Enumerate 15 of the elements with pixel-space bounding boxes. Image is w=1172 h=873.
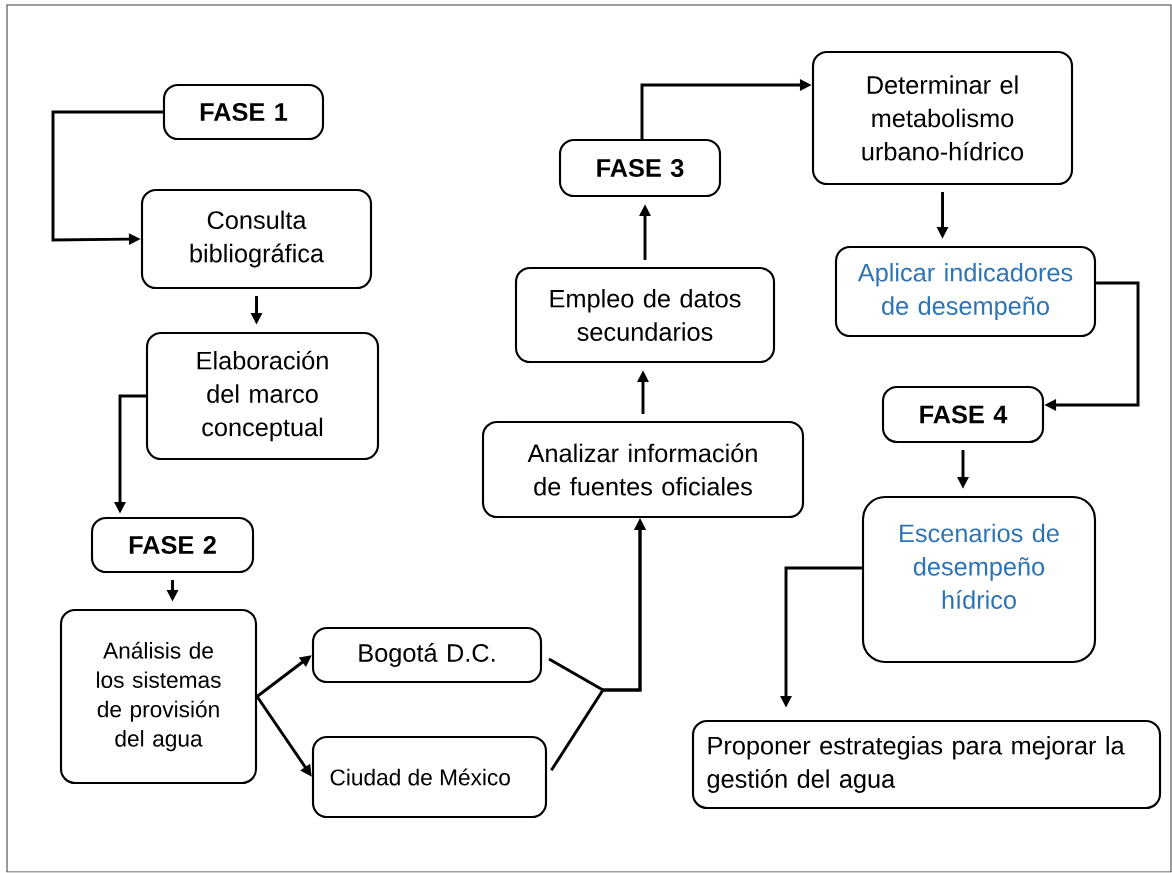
process-box: Ciudad de México bbox=[311, 735, 548, 819]
phase-box: FASE 1 bbox=[162, 83, 325, 141]
process-box: Analizar información de fuentes oficiales bbox=[481, 420, 805, 519]
phase-box: FASE 3 bbox=[558, 138, 722, 198]
phase-box: FASE 4 bbox=[881, 385, 1045, 444]
process-box: Aplicar indicadores de desempeño bbox=[834, 245, 1097, 338]
process-box: Proponer estrategias para mejorar la gestión del agua bbox=[691, 719, 1162, 810]
process-box: Escenarios de desempeño hídrico bbox=[861, 495, 1097, 664]
process-box: Determinar el metabolismo urbano-hídrico bbox=[811, 50, 1074, 186]
process-box: Consulta bibliográfica bbox=[140, 188, 373, 290]
process-box: Empleo de datos secundarios bbox=[514, 266, 776, 364]
process-box: Análisis de los sistemas de provisión del agua bbox=[59, 608, 258, 785]
phase-box: FASE 2 bbox=[90, 516, 255, 574]
process-box: Bogotá D.C. bbox=[311, 626, 543, 684]
process-box: Elaboración del marco conceptual bbox=[145, 331, 380, 461]
